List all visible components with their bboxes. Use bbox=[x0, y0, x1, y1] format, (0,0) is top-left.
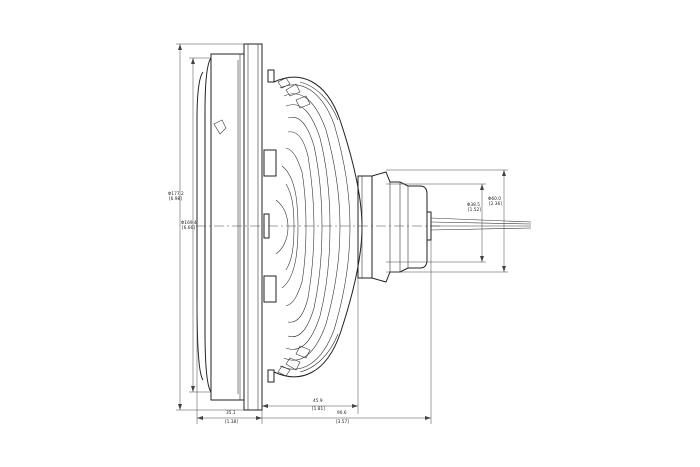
wires bbox=[430, 217, 532, 231]
connector-inner-in: [1.52] bbox=[468, 207, 481, 213]
dimension-connector-inner: Φ38.5 [1.52] bbox=[386, 183, 486, 263]
connector-housing bbox=[357, 171, 432, 283]
dimension-lens-depth: 35.1 [1.38] bbox=[197, 410, 262, 425]
dimension-overall-depth: 90.6 [3.57] bbox=[262, 410, 431, 425]
lens-diameter-in: [6.66] bbox=[182, 225, 195, 231]
body-depth-in: [1.81] bbox=[312, 406, 325, 412]
dimension-body-depth: 45.9 [1.81] bbox=[262, 398, 358, 412]
lens-depth-in: [1.38] bbox=[225, 419, 238, 425]
dimension-connector-outer: Φ60.0 [2.36] bbox=[386, 169, 508, 273]
lens-diameter-mm: Φ169.4 bbox=[181, 220, 197, 226]
connector-outer-mm: Φ60.0 bbox=[488, 196, 501, 202]
overall-depth-mm: 90.6 bbox=[337, 410, 347, 416]
body-depth-mm: 45.9 bbox=[313, 398, 323, 404]
lens-housing bbox=[196, 43, 263, 411]
connector-inner-mm: Φ38.5 bbox=[467, 202, 480, 208]
lens-depth-mm: 35.1 bbox=[226, 410, 236, 416]
heatsink-fins bbox=[261, 69, 363, 383]
depth-extension-lines bbox=[196, 240, 432, 424]
dimension-lens-diameter: Φ169.4 [6.66] bbox=[181, 57, 211, 393]
overall-diameter-mm: Φ177.2 bbox=[168, 191, 184, 197]
connector-outer-in: [2.36] bbox=[489, 201, 502, 207]
overall-depth-in: [3.57] bbox=[336, 419, 349, 425]
overall-diameter-in: [6.98] bbox=[169, 196, 182, 202]
dimension-overall-diameter: Φ177.2 [6.98] bbox=[168, 43, 244, 411]
